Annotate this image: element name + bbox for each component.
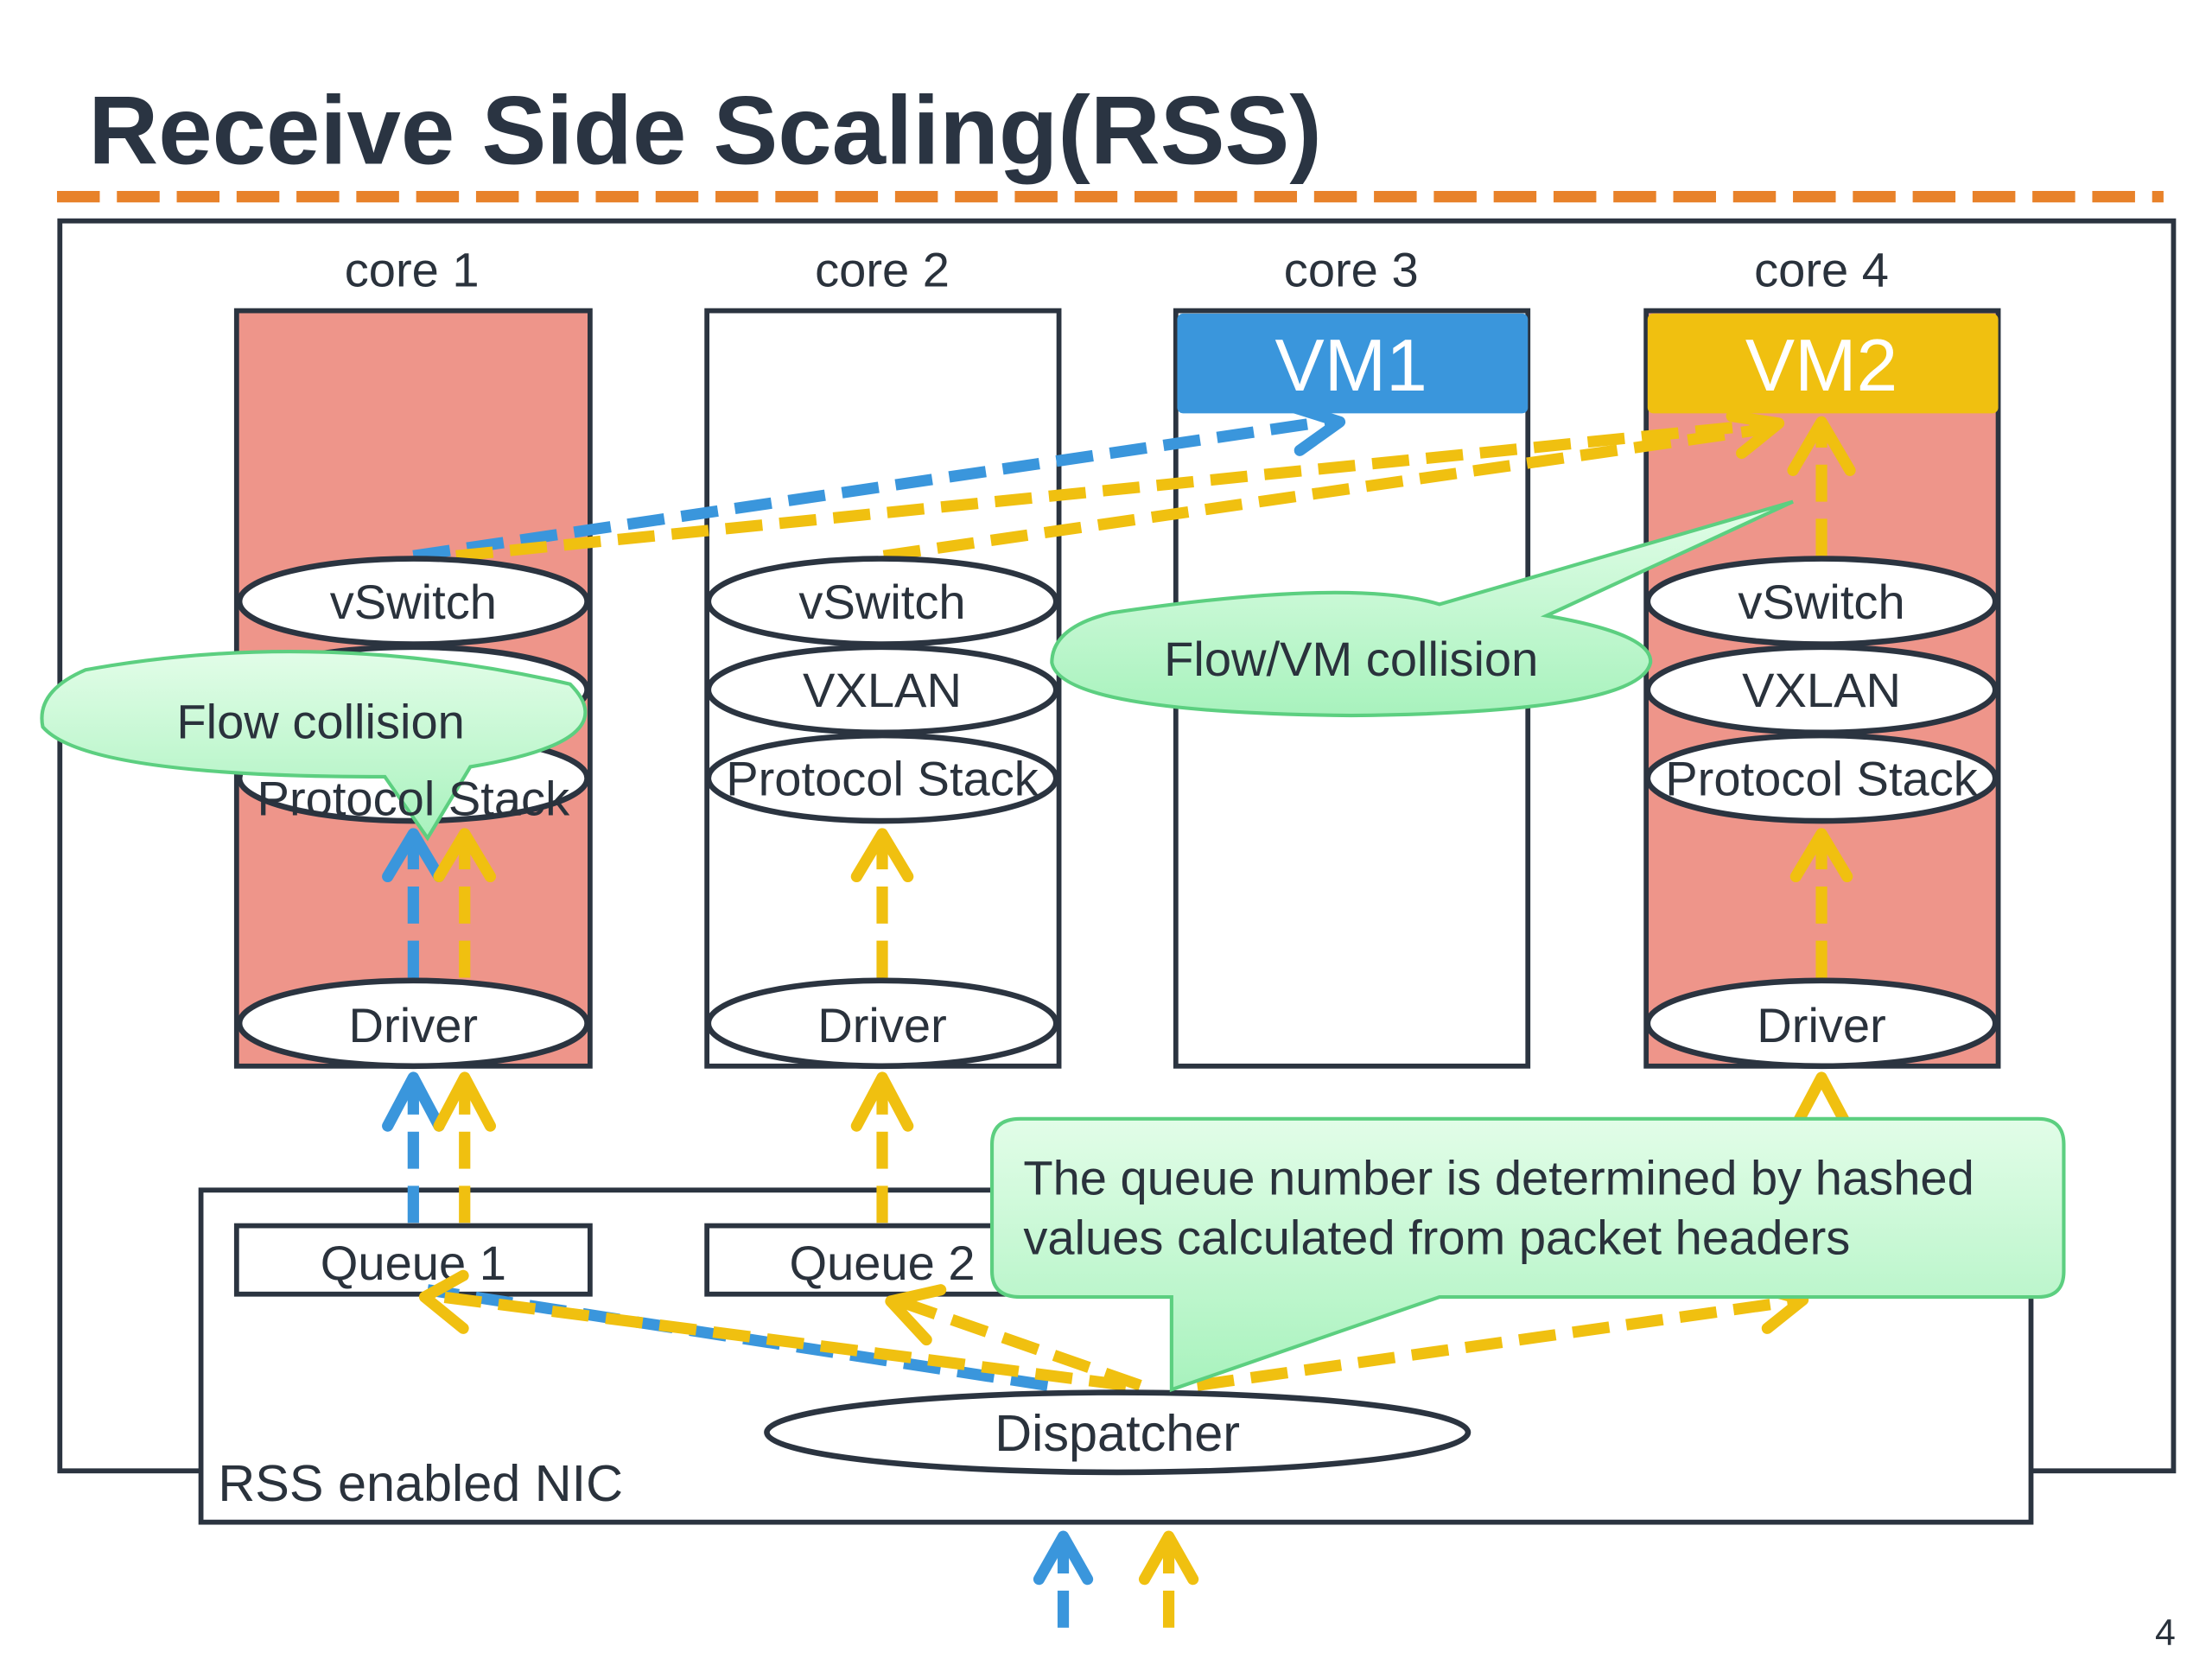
flow-vm-collision-text: Flow/VM collision (1164, 632, 1538, 686)
incoming-packet-arrows (1033, 1530, 1199, 1628)
vswitch-label: vSwitch (1738, 575, 1904, 629)
arrowhead-icon (1284, 400, 1346, 456)
vm1-label: VM1 (1275, 324, 1427, 407)
vswitch-label: vSwitch (798, 575, 965, 629)
core-2-stack: vSwitch VXLAN Protocol Stack Driver (705, 556, 1059, 1070)
protocol-stack-label: Protocol Stack (257, 772, 571, 826)
queue-note-line-2: values calculated from packet headers (1023, 1211, 1850, 1265)
arrowhead-icon (1726, 410, 1785, 460)
vswitch-label: vSwitch (330, 575, 497, 629)
flow-collision-callout (40, 650, 588, 842)
vxlan-label: VXLAN (803, 663, 962, 717)
core-2-label: core 2 (815, 243, 950, 297)
queue-1-label: Queue 1 (321, 1236, 506, 1290)
dispatcher-label: Dispatcher (995, 1404, 1240, 1462)
vm1-box (1177, 313, 1529, 414)
core-4-label: core 4 (1754, 243, 1889, 297)
core-1-label: core 1 (345, 243, 480, 297)
queue-2-label: Queue 2 (789, 1236, 975, 1290)
driver-to-stack-arrows (382, 828, 1853, 978)
core-4-stack: vSwitch VXLAN Protocol Stack Driver (1644, 556, 1999, 1070)
queue-note-callout (989, 1116, 2066, 1393)
flow-vm-collision-callout (1050, 499, 1794, 718)
core-3-label: core 3 (1284, 243, 1419, 297)
queue-to-driver-arrows (382, 1071, 1853, 1224)
arrowhead-icon (1787, 416, 1856, 476)
slide-title: Receive Side Scaling(RSS) (88, 76, 1321, 185)
driver-label: Driver (1757, 998, 1886, 1052)
blue-flow-to-vm1 (412, 415, 1334, 562)
yellow-flow-core1-to-vm2 (455, 417, 1776, 562)
protocol-stack-label: Protocol Stack (1665, 751, 1979, 805)
queue-1 (233, 1223, 593, 1297)
vm2-label: VM2 (1745, 324, 1897, 407)
queue-note-line-1: The queue number is determined by hashed (1023, 1150, 1974, 1205)
driver-label: Driver (817, 998, 947, 1052)
vm2-box (1647, 313, 1999, 414)
driver-label: Driver (349, 998, 479, 1052)
protocol-stack-label: Protocol Stack (726, 751, 1039, 805)
page-number: 4 (2155, 1612, 2176, 1654)
yellow-flow-core2-to-vm2 (882, 422, 1776, 562)
dispatcher (764, 1389, 1471, 1476)
flow-collision-text: Flow collision (176, 694, 464, 748)
dispatcher-arrows (418, 1269, 1809, 1391)
nic-label: RSS enabled NIC (218, 1454, 623, 1512)
vxlan-label: VXLAN (1742, 663, 1901, 717)
